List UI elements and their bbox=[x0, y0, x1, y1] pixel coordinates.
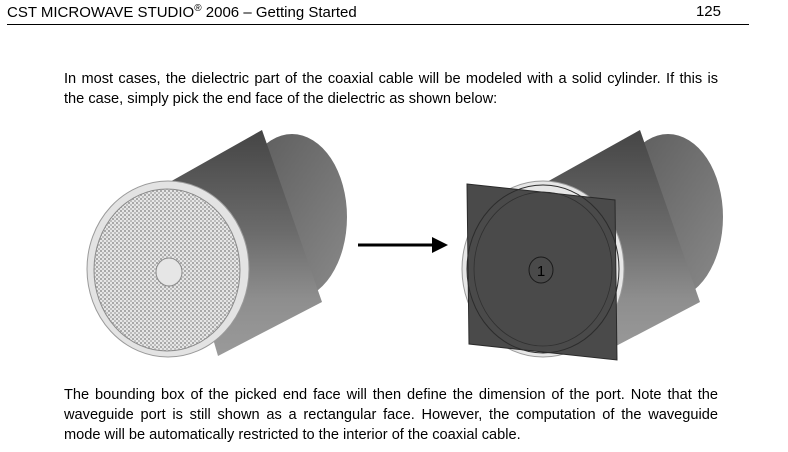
header-title-suffix: 2006 – Getting Started bbox=[201, 4, 357, 21]
inner-conductor bbox=[155, 257, 183, 287]
port-outline-inner bbox=[473, 191, 613, 347]
port-number-label: 1 bbox=[537, 263, 545, 280]
header-title: CST MICROWAVE STUDIO® 2006 – Getting Sta… bbox=[7, 3, 357, 21]
right-cylinder: 1 bbox=[461, 130, 723, 361]
waveguide-port-plane bbox=[466, 183, 618, 361]
left-cylinder bbox=[86, 130, 347, 358]
page-number: 125 bbox=[695, 3, 721, 20]
port-outline-outer bbox=[466, 184, 620, 354]
arrow-right-icon bbox=[358, 237, 448, 253]
page-header: CST MICROWAVE STUDIO® 2006 – Getting Sta… bbox=[7, 0, 749, 25]
coaxial-cable-figure: 1 bbox=[0, 118, 788, 368]
explanation-paragraph: The bounding box of the picked end face … bbox=[64, 387, 718, 443]
port-number-marker bbox=[528, 256, 554, 284]
registered-mark: ® bbox=[194, 3, 202, 14]
header-title-text: CST MICROWAVE STUDIO bbox=[7, 4, 195, 21]
intro-paragraph: In most cases, the dielectric part of th… bbox=[64, 71, 718, 107]
figure-svg: 1 bbox=[86, 130, 723, 361]
